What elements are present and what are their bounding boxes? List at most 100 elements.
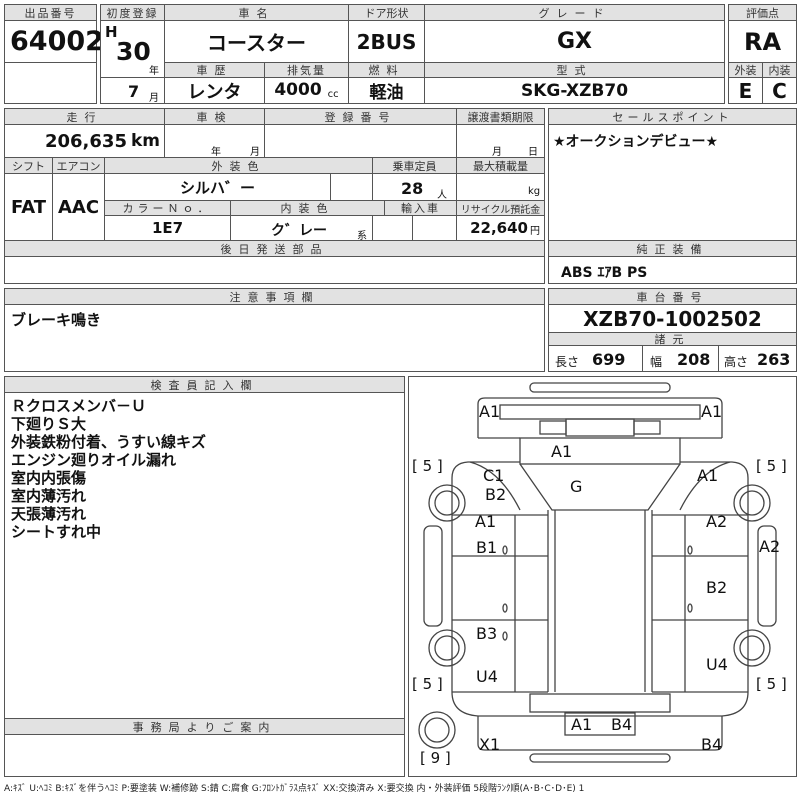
mark-right-rear-quarter: U4 — [706, 655, 728, 674]
mark-front-glass: G — [570, 477, 583, 496]
aircon-cell: AAC — [52, 173, 105, 241]
displacement-value: 4000 — [274, 80, 322, 100]
mileage-header: 走行 — [4, 108, 165, 125]
door-type-cell: 2BUS — [348, 20, 425, 63]
aircon: AAC — [57, 196, 100, 218]
recycle-fee-value: 22,640 — [470, 219, 528, 237]
fuel-cell: 軽油 — [348, 77, 425, 104]
listing-blank-cell — [4, 62, 97, 104]
inspector-line: 外装鉄粉付着、うすい線キズ — [11, 433, 207, 451]
listing-number-cell: 64002 — [4, 20, 104, 63]
inspector-line: シートすれ中 — [11, 523, 102, 541]
registration-era: H — [105, 23, 118, 41]
rear-edge-bar — [529, 753, 671, 763]
exterior-color-header: 外装色 — [104, 157, 373, 174]
transfer-deadline-cell: 月 日 — [456, 124, 545, 158]
capacity-unit: 人 — [437, 190, 447, 201]
tire-rear-right — [733, 629, 771, 667]
color-number-cell: 1E7 — [104, 215, 231, 241]
shift: FAT — [10, 196, 47, 218]
front-grille-right — [633, 420, 661, 435]
capacity-value: 28 — [401, 179, 424, 198]
aircon-header: エアコン — [52, 157, 105, 174]
interior-color: ク゛レー — [271, 223, 327, 239]
model-code-cell: SKG-XZB70 — [424, 77, 725, 104]
side-panel-rows — [452, 514, 748, 693]
exterior-color: シルハ゛ー — [179, 178, 255, 197]
inspector-line: 室内薄汚れ — [11, 487, 87, 505]
exterior-grade-cell: E — [728, 77, 763, 104]
front-bumper — [477, 397, 723, 438]
inspector-line: 下廻りＳ大 — [11, 415, 87, 433]
interior-color-cell: ク゛レー 系 — [230, 215, 373, 242]
left-step — [423, 525, 443, 627]
registration-year-unit: 年 — [149, 66, 159, 77]
mark-rear-bumper-right: B4 — [701, 735, 723, 754]
exterior-grade-header: 外装 — [728, 62, 763, 78]
tread-front-left: [ 5 ] — [412, 457, 443, 475]
door-handle-mark — [687, 545, 693, 555]
mark-front-bumper-right: A1 — [701, 402, 723, 421]
inspector-header: 検査員記入欄 — [4, 376, 405, 393]
imported-cell — [412, 215, 457, 241]
chassis-header: 車台番号 — [548, 288, 797, 305]
door-handle-mark — [502, 631, 508, 641]
history-cell: レンタ — [164, 77, 265, 104]
interior-grade: C — [772, 78, 787, 103]
mileage-value: 206,635 — [44, 130, 127, 152]
inspector-line: Ｒクロスメンバ－Ｕ — [11, 397, 147, 415]
color-number-header: カラーＮｏ． — [104, 200, 231, 216]
mileage-cell: 206,635 km — [4, 124, 165, 158]
history: レンタ — [187, 81, 242, 103]
registration-number-header: 登録番号 — [264, 108, 457, 125]
spec-height-value: 263 — [757, 350, 791, 369]
mark-right-step: A2 — [759, 537, 781, 556]
office-header: 事務局よりご案内 — [4, 718, 405, 735]
damage-code-legend: A:ｷｽﾞ U:ﾍｺﾐ B:ｷｽﾞを伴うﾍｺﾐ P:要塗装 W:補修跡 S:錆 … — [4, 784, 585, 794]
spec-height-label: 高さ — [724, 355, 749, 369]
recycle-fee-header: リサイクル預託金 — [456, 200, 545, 216]
rear-corners — [451, 691, 749, 717]
listing-number-header: 出品番号 — [4, 4, 97, 21]
parts-later-cell — [4, 256, 545, 284]
front-glass — [519, 463, 681, 511]
mark-left-rear-panel: B3 — [476, 624, 498, 643]
car-name-header: 車名 — [164, 4, 349, 21]
mark-left-front-door: A1 — [475, 512, 497, 531]
notes-header: 注意事項欄 — [4, 288, 545, 305]
side-panel-dividers — [514, 515, 686, 692]
windshield-upper — [519, 437, 681, 465]
sales-point-text: ★オークションデビュー★ — [553, 134, 719, 150]
registration-month: 7 — [128, 82, 140, 101]
displacement-unit: cc — [327, 89, 339, 100]
tire-front-right-hub — [739, 490, 765, 516]
transfer-deadline-header: 譲渡書類期限 — [456, 108, 545, 125]
tread-spare: [ 9 ] — [420, 749, 451, 767]
spec-length-cell: 長さ 699 — [548, 345, 643, 372]
mark-rear-bumper-left: X1 — [479, 735, 501, 754]
right-step — [757, 525, 777, 627]
inspector-line: 室内内張傷 — [11, 469, 87, 487]
parts-later-header: 後日発送部品 — [4, 240, 545, 257]
registration-month-unit: 月 — [149, 93, 159, 104]
tread-front-right: [ 5 ] — [756, 457, 787, 475]
car-name-cell: コースター — [164, 20, 349, 63]
first-registration-year-cell: H 30 年 — [100, 20, 165, 78]
roof-pillars — [547, 510, 653, 692]
transfer-month-unit: 月 — [492, 147, 502, 158]
door-type: 2BUS — [356, 29, 417, 54]
mark-left-door: B1 — [476, 538, 498, 557]
displacement-header: 排気量 — [264, 62, 349, 78]
mileage-unit: km — [130, 131, 160, 151]
model-code-header: 型式 — [424, 62, 725, 78]
model-code: SKG-XZB70 — [520, 80, 629, 101]
registration-year: 30 — [116, 37, 151, 66]
condition-diagram-frame — [408, 376, 797, 777]
exterior-grade: E — [738, 78, 753, 103]
office-cell — [4, 734, 405, 777]
exterior-color-cell: シルハ゛ー — [104, 173, 331, 201]
notes-text: ブレーキ鳴き — [11, 311, 102, 329]
mark-left-front-corner: C1 — [483, 466, 505, 485]
interior-color-header: 内装色 — [230, 200, 385, 216]
vehicle-diagram — [418, 382, 777, 763]
